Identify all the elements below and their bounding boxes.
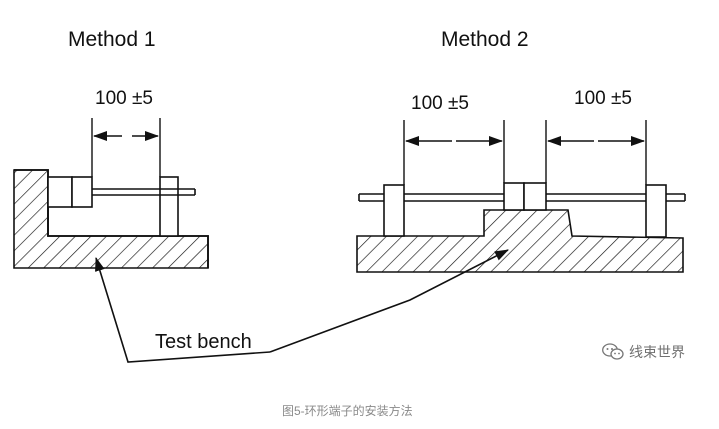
method1-title: Method 1 (68, 28, 156, 51)
method2-fixture (358, 182, 686, 238)
method2-dimension-right (545, 120, 647, 185)
method2-dimension-left (403, 120, 505, 185)
method1-dimension-label: 100 ±5 (95, 88, 153, 109)
method2-title: Method 2 (441, 28, 529, 51)
figure-caption: 图5-环形端子的安装方法 (282, 404, 413, 418)
method2-bench (356, 209, 684, 273)
method2-dimension-left-label: 100 ±5 (411, 93, 469, 114)
watermark-text: 线束世界 (629, 344, 685, 360)
method1-fixture (47, 176, 196, 237)
test-bench-leaders (95, 249, 509, 363)
wechat-icon (602, 343, 624, 360)
test-bench-label: Test bench (155, 331, 252, 353)
method1-dimension (91, 118, 161, 177)
method1-bench (13, 169, 209, 269)
watermark: 线束世界 (602, 342, 685, 362)
method2-dimension-right-label: 100 ±5 (574, 88, 632, 109)
